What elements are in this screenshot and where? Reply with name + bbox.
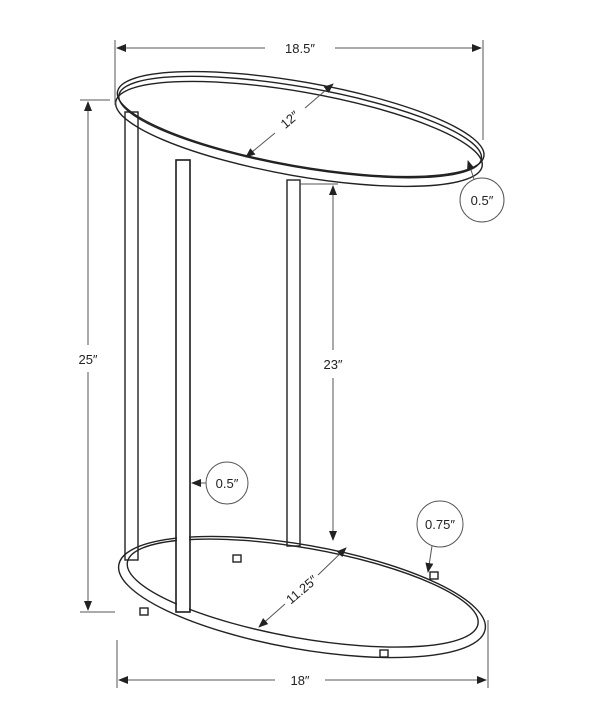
leg-width-label: 0.5″ <box>216 476 239 491</box>
base-ring <box>117 535 487 659</box>
leg-front-left-overlay <box>175 159 191 613</box>
top-width-label: 18.5″ <box>285 41 315 56</box>
clearance-height-label: 23″ <box>323 357 342 372</box>
base-width-label: 18″ <box>290 673 309 688</box>
feet <box>139 554 439 658</box>
leg-right <box>286 179 301 547</box>
top-depth-label: 12″ <box>278 107 303 131</box>
top-thickness-label: 0.5″ <box>471 193 494 208</box>
leg-back-left <box>124 111 139 561</box>
callout-top-thickness: 0.5″ <box>459 160 505 223</box>
callout-leg-width: 0.5″ <box>191 461 249 505</box>
total-height-label: 25″ <box>78 352 97 367</box>
base-depth-label: 11.25″ <box>283 572 321 607</box>
callout-base-tube: 0.75″ <box>416 500 464 573</box>
table-top <box>114 70 485 188</box>
base-tube-label: 0.75″ <box>425 517 455 532</box>
dimensions: 18.5″ 12″ 25″ 23″ 11.25″ 18″ <box>78 40 489 688</box>
